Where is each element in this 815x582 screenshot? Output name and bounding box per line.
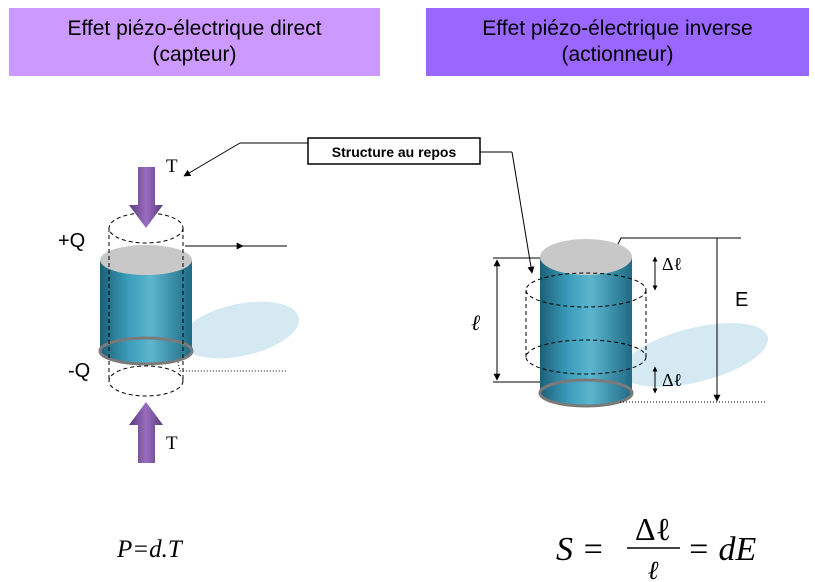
structure-au-repos-box: [307, 137, 481, 165]
left-cylinder-top: [100, 245, 192, 275]
left-cylinder-body: [100, 260, 192, 364]
charge-plus-label: +Q: [58, 230, 85, 252]
left-dashed-bottom: [108, 365, 184, 397]
right-cylinder-body: [540, 258, 632, 406]
charge-minus-label: -Q: [68, 360, 90, 382]
right-cylinder-top: [540, 239, 632, 275]
left-shadow: [181, 301, 299, 359]
right-shadow: [621, 323, 769, 387]
delta-label-top: Δℓ: [662, 254, 682, 274]
formula-right-lhs: S =: [556, 531, 604, 568]
delta-label-bottom: Δℓ: [662, 370, 682, 390]
top-force-arrow: [129, 167, 163, 228]
formula-left: P=d.T: [116, 536, 184, 563]
left-cylinder-group: [98, 167, 299, 463]
force-label-top: T: [166, 156, 178, 177]
structure-au-repos-label: Structure au repos: [332, 144, 457, 160]
right-cylinder-bottom-rim: [538, 378, 634, 408]
field-label: E: [735, 289, 748, 311]
length-label: ℓ: [471, 310, 481, 335]
bottom-electrode-line: [177, 361, 287, 372]
formula-right-rhs: = dE: [687, 531, 756, 568]
bottom-force-arrow: [129, 402, 163, 463]
formula-right-denominator: ℓ: [648, 556, 659, 582]
left-cylinder-bottom-rim: [98, 336, 194, 366]
field-top-lead: [617, 237, 741, 245]
header-inverse-effect: Effet piézo-électrique inverse (actionne…: [426, 8, 809, 76]
right-cylinder-group: [493, 237, 769, 408]
formula-right-numerator: Δℓ: [635, 511, 671, 547]
callout-arrow-left: [183, 142, 241, 177]
header-direct-effect: Effet piézo-électrique direct (capteur): [9, 8, 380, 76]
callout-arrow-right: [511, 151, 535, 274]
force-label-bottom: T: [166, 433, 178, 454]
